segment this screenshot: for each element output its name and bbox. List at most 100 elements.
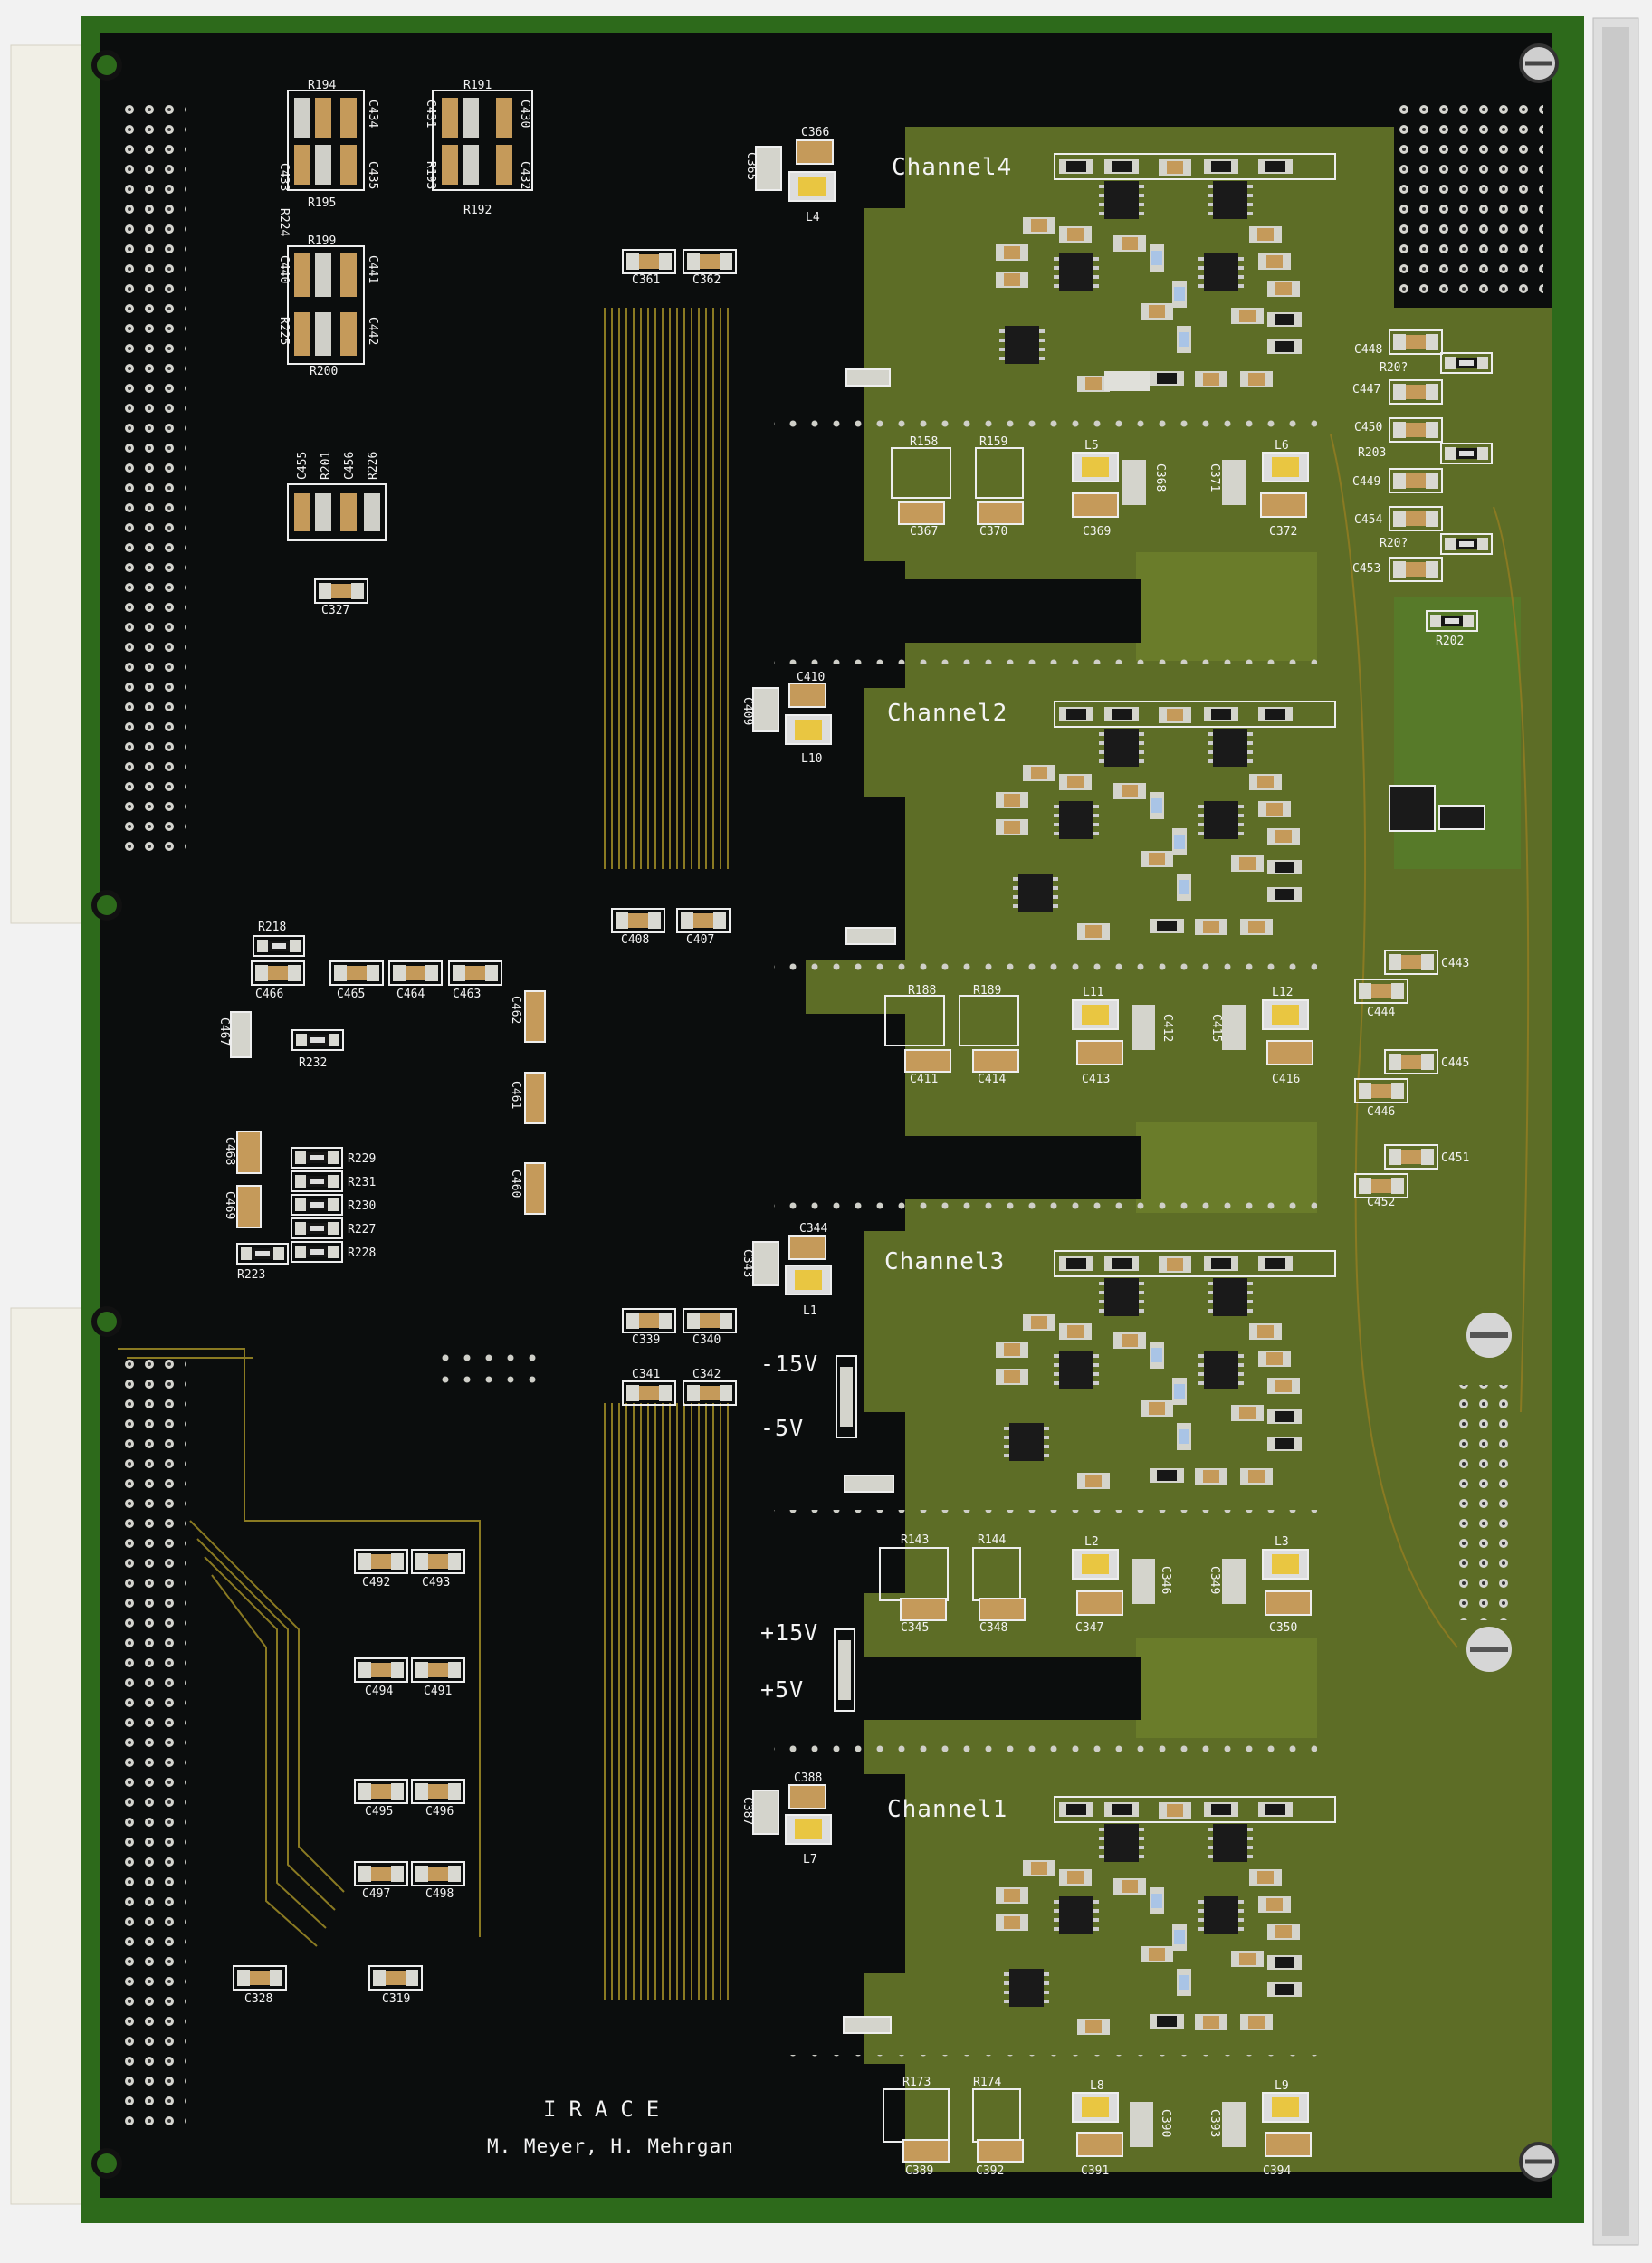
ref-r223: R223 bbox=[237, 1268, 265, 1282]
ref-c349: C349 bbox=[1208, 1566, 1221, 1594]
ref-c496: C496 bbox=[425, 1805, 454, 1819]
channel-2-label: Channel2 bbox=[887, 700, 1007, 727]
ref-c413: C413 bbox=[1082, 1073, 1110, 1086]
ref-l10: L10 bbox=[801, 752, 822, 766]
ref-r174: R174 bbox=[973, 2076, 1001, 2089]
ref-c369: C369 bbox=[1083, 525, 1111, 539]
ref-c367: C367 bbox=[910, 525, 938, 539]
ref-c410: C410 bbox=[797, 671, 825, 684]
ref-c415: C415 bbox=[1209, 1014, 1223, 1042]
ref-c435: C435 bbox=[366, 161, 379, 189]
ref-c341: C341 bbox=[632, 1368, 660, 1381]
ref-r195: R195 bbox=[308, 196, 336, 210]
ref-c444: C444 bbox=[1367, 1006, 1395, 1019]
ref-l2: L2 bbox=[1084, 1535, 1099, 1549]
channel-4-label: Channel4 bbox=[892, 154, 1012, 181]
ref-l5: L5 bbox=[1084, 439, 1099, 453]
ref-c345: C345 bbox=[901, 1621, 929, 1635]
ref-r143: R143 bbox=[901, 1533, 929, 1547]
ref-c409: C409 bbox=[740, 697, 754, 725]
ref-c463: C463 bbox=[453, 988, 481, 1001]
ref-r192: R192 bbox=[463, 204, 492, 217]
ref-r173: R173 bbox=[902, 2076, 931, 2089]
ref-c441: C441 bbox=[366, 255, 379, 283]
ref-c343: C343 bbox=[740, 1249, 754, 1277]
ref-r205: R20? bbox=[1380, 537, 1408, 550]
ref-c339: C339 bbox=[632, 1333, 660, 1347]
ref-r218: R218 bbox=[258, 921, 286, 934]
ref-c416: C416 bbox=[1272, 1073, 1300, 1086]
ref-r188: R188 bbox=[908, 984, 936, 998]
ref-r231: R231 bbox=[348, 1176, 376, 1189]
ref-c366: C366 bbox=[801, 126, 829, 139]
ref-r144: R144 bbox=[978, 1533, 1006, 1547]
ref-r229: R229 bbox=[348, 1152, 376, 1166]
ref-c371: C371 bbox=[1208, 463, 1221, 492]
ref-c344: C344 bbox=[799, 1222, 827, 1236]
rail-minus-5v: -5V bbox=[760, 1415, 804, 1441]
ref-c456: C456 bbox=[343, 452, 357, 480]
ref-c445: C445 bbox=[1441, 1056, 1469, 1070]
ref-r232: R232 bbox=[299, 1056, 327, 1070]
ref-l11: L11 bbox=[1083, 986, 1103, 999]
ref-c412: C412 bbox=[1160, 1014, 1174, 1042]
ref-r204: R20? bbox=[1380, 361, 1408, 375]
ref-l1: L1 bbox=[803, 1304, 817, 1318]
ref-c497: C497 bbox=[362, 1887, 390, 1901]
ref-c461: C461 bbox=[509, 1081, 522, 1109]
ref-c390: C390 bbox=[1159, 2109, 1172, 2137]
ref-c361: C361 bbox=[632, 273, 660, 287]
ref-l8: L8 bbox=[1090, 2079, 1104, 2093]
ref-l9: L9 bbox=[1275, 2079, 1289, 2093]
ref-r202: R202 bbox=[1436, 635, 1464, 648]
ref-c492: C492 bbox=[362, 1576, 390, 1590]
ref-c440: C440 bbox=[277, 255, 291, 283]
ref-c446: C446 bbox=[1367, 1105, 1395, 1119]
ref-r159: R159 bbox=[979, 435, 1007, 449]
ref-c388: C388 bbox=[794, 1771, 822, 1785]
ref-c464: C464 bbox=[396, 988, 425, 1001]
ref-r200: R200 bbox=[310, 365, 338, 378]
ref-c452: C452 bbox=[1367, 1196, 1395, 1209]
ref-r199: R199 bbox=[308, 234, 336, 248]
ref-c414: C414 bbox=[978, 1073, 1006, 1086]
ref-c443: C443 bbox=[1441, 957, 1469, 970]
ref-r226: R226 bbox=[367, 452, 380, 480]
ref-r228: R228 bbox=[348, 1246, 376, 1260]
ref-l12: L12 bbox=[1272, 986, 1293, 999]
ref-c408: C408 bbox=[621, 933, 649, 947]
ref-c467: C467 bbox=[217, 1017, 231, 1046]
ref-c319: C319 bbox=[382, 1992, 410, 2006]
ref-c451: C451 bbox=[1441, 1151, 1469, 1165]
ref-c342: C342 bbox=[692, 1368, 721, 1381]
ref-c432: C432 bbox=[518, 161, 531, 189]
ref-c431: C431 bbox=[424, 100, 437, 128]
ref-c362: C362 bbox=[692, 273, 721, 287]
ref-l4: L4 bbox=[806, 211, 820, 224]
ref-c454: C454 bbox=[1354, 513, 1382, 527]
ref-c450: C450 bbox=[1354, 421, 1382, 434]
ref-r224: R224 bbox=[277, 208, 291, 236]
ref-r194: R194 bbox=[308, 79, 336, 92]
channel-1-label: Channel1 bbox=[887, 1796, 1007, 1823]
ref-c387: C387 bbox=[740, 1797, 754, 1825]
board-title: IRACE bbox=[543, 2096, 672, 2122]
ref-r193: R193 bbox=[424, 161, 437, 189]
ref-l7: L7 bbox=[803, 1853, 817, 1867]
ref-c327: C327 bbox=[321, 604, 349, 617]
ref-c442: C442 bbox=[366, 317, 379, 345]
ref-c447: C447 bbox=[1352, 383, 1380, 396]
ref-c389: C389 bbox=[905, 2164, 933, 2178]
rail-plus-5v: +5V bbox=[760, 1676, 804, 1703]
ref-l3: L3 bbox=[1275, 1535, 1289, 1549]
ref-c430: C430 bbox=[518, 100, 531, 128]
ref-c434: C434 bbox=[366, 100, 379, 128]
ref-c455: C455 bbox=[296, 452, 310, 480]
ref-c346: C346 bbox=[1159, 1566, 1172, 1594]
board-authors: M. Meyer, H. Mehrgan bbox=[487, 2135, 734, 2157]
ref-c468: C468 bbox=[223, 1137, 236, 1165]
ref-c407: C407 bbox=[686, 933, 714, 947]
channel-3-label: Channel3 bbox=[884, 1248, 1005, 1275]
ref-c365: C365 bbox=[744, 152, 758, 180]
